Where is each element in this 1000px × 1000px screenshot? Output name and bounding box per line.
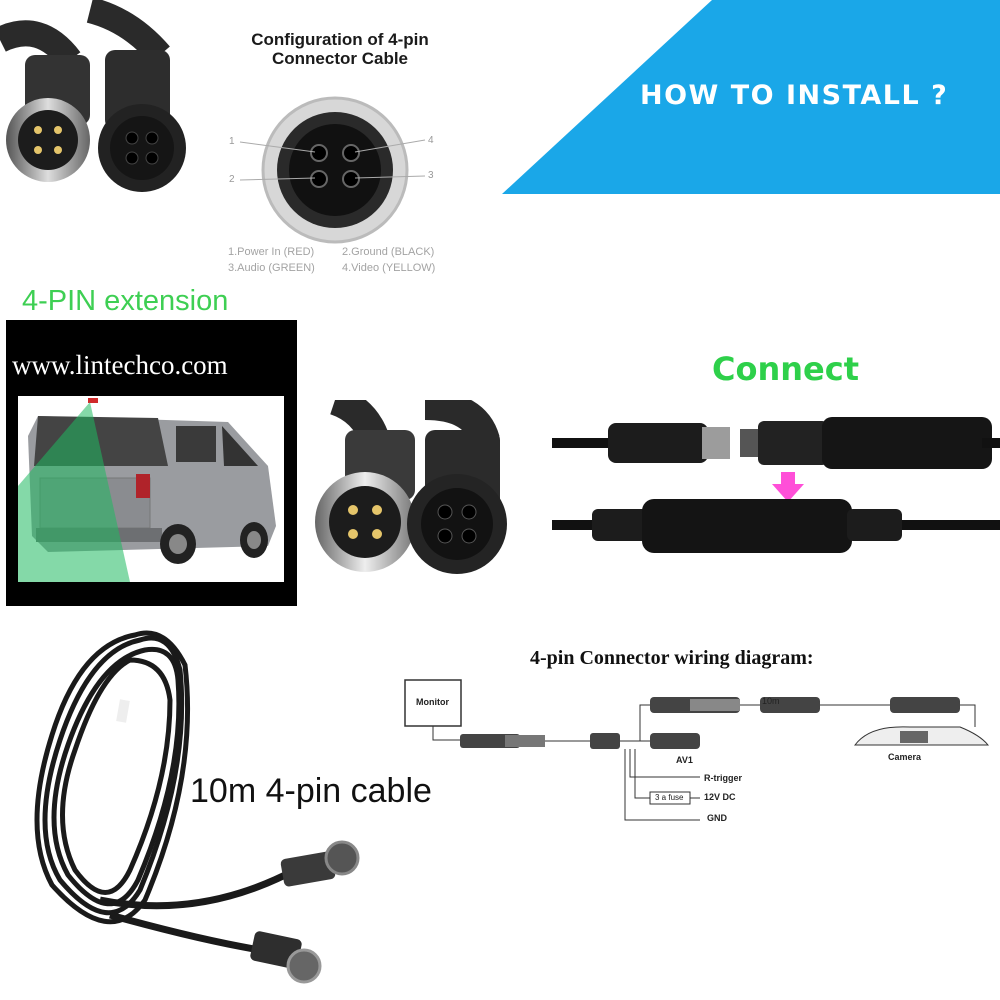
wiring-av1-label: AV1 (676, 755, 693, 765)
wiring-dc-label: 12V DC (704, 792, 736, 802)
howto-banner-text: HOW TO INSTALL ? (640, 80, 949, 111)
wiring-diagram (404, 679, 990, 821)
pin-label-4: 4 (428, 135, 434, 146)
config-title: Configuration of 4-pin Connector Cable (200, 30, 480, 68)
config-title-line1: Configuration of 4-pin (251, 30, 429, 49)
legend-pin2: 2.Ground (BLACK) (342, 246, 435, 258)
cable-unconnected (552, 417, 1000, 469)
wiring-monitor-label: Monitor (416, 697, 449, 707)
howto-banner-shape (502, 0, 1000, 194)
connector-pair-photo-middle (315, 400, 507, 574)
config-title-line2: Connector Cable (271, 49, 409, 68)
wiring-diagram-title: 4-pin Connector wiring diagram: (530, 647, 814, 669)
pin-label-2: 2 (229, 174, 235, 185)
connect-arrow-icon (772, 472, 804, 502)
wiring-camera-label: Camera (888, 752, 922, 762)
pin-label-3: 3 (428, 170, 434, 181)
connect-title: Connect (712, 350, 859, 388)
coiled-cable-photo (34, 630, 360, 984)
legend-pin1: 1.Power In (RED) (228, 246, 315, 258)
legend-pin4: 4.Video (YELLOW) (342, 262, 436, 274)
wiring-gnd-label: GND (707, 813, 727, 823)
connector-pair-photo-top (0, 0, 186, 192)
wiring-fuse-label: 3 a fuse (655, 793, 684, 802)
wiring-length-label: 10m (762, 696, 780, 706)
socket-face-diagram (261, 96, 409, 244)
website-text: www.lintechco.com (12, 350, 228, 380)
legend-pin3: 3.Audio (GREEN) (228, 262, 315, 274)
wiring-rtrigger-label: R-trigger (704, 773, 742, 783)
pin-label-1: 1 (229, 136, 235, 147)
cable-connected (552, 499, 1000, 553)
extension-title: 4-PIN extension (22, 285, 229, 317)
pin-leader-lines (239, 139, 426, 181)
van-photo (18, 396, 284, 582)
cable-length-label: 10m 4-pin cable (190, 772, 432, 810)
